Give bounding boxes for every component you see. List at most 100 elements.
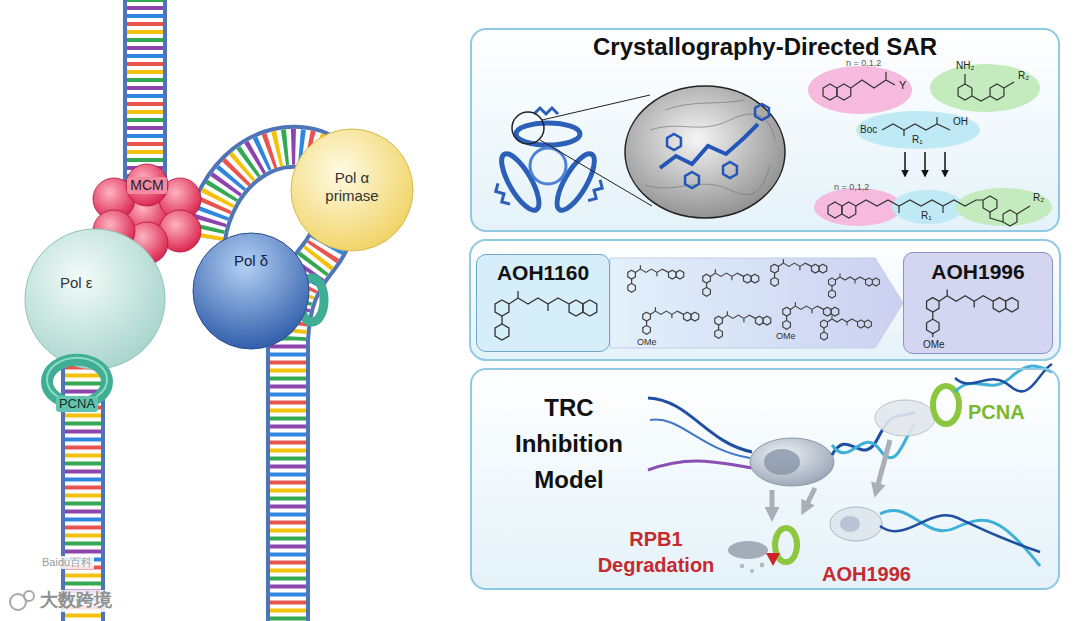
protein-sphere: Pol α primase [290, 128, 414, 252]
protein-trimer [516, 123, 580, 145]
atom-label: OMe [923, 339, 945, 351]
atom-label: Boc [860, 124, 877, 136]
clamp-ring-text: PCNA [56, 396, 98, 412]
ligand-stick [685, 172, 699, 188]
trc-illustration [648, 398, 752, 452]
watermark-logo [24, 591, 34, 601]
ligand-stick [667, 134, 681, 150]
analog-structure [783, 302, 839, 329]
substituent-label: n = 0,1,2 [846, 58, 881, 69]
atom-label: OH [953, 116, 968, 128]
trc-illustration [728, 541, 768, 559]
protein-sphere-body [25, 229, 165, 369]
ligand-stick [723, 162, 737, 178]
atom-label: OMe [637, 337, 657, 348]
protein-sphere-shape [24, 228, 166, 370]
chemical-structure [983, 196, 997, 212]
trc-illustration [740, 564, 744, 568]
trc-illustration [770, 490, 775, 516]
compound-label: AOH1996 [822, 562, 911, 586]
analog-structure [771, 259, 827, 286]
protein-label: PCNA [968, 400, 1025, 424]
chemical-structure [965, 74, 990, 101]
trc-illustration [880, 515, 1040, 552]
compound-structure [927, 290, 1019, 334]
clamp-highlight [47, 358, 107, 402]
trc-illustration [880, 510, 1040, 566]
fragment-ellipse [930, 64, 1040, 112]
compound-box: AOH1996 [903, 252, 1053, 354]
binding-pocket [625, 86, 785, 218]
atom-label: NH₂ [956, 60, 974, 72]
zoom-marker [512, 112, 544, 144]
fragment-ellipse [892, 190, 964, 224]
panel-ground [470, 28, 1060, 232]
helicase-subunit [126, 164, 168, 206]
ligand-stick [755, 104, 769, 120]
fragment-ellipse [808, 66, 912, 114]
trc-illustration [650, 420, 750, 458]
compound-box-ground [476, 254, 610, 352]
protein-sphere-text: Pol δ [234, 252, 268, 270]
reaction-arrow [904, 152, 906, 176]
compound-box-text: AOH1160 [497, 260, 589, 285]
chemical-structure [1017, 206, 1030, 214]
protein-sphere-body [193, 233, 309, 349]
atom-label: R₁ [912, 134, 923, 146]
chemical-structure [842, 202, 856, 218]
panel-text: Crystallography-Directed SAR [593, 33, 937, 62]
trc-illustration [840, 516, 860, 532]
reaction-arrow [944, 152, 946, 176]
chemical-structure [837, 84, 851, 100]
process-label: RPB1 Degradation [592, 526, 720, 578]
chemical-structure [990, 212, 1003, 222]
protein-trimer [588, 180, 605, 204]
reaction-arrow [905, 152, 945, 176]
analog-structure [821, 316, 872, 341]
protein-sphere-body [291, 129, 413, 251]
protein-trimer [534, 108, 558, 114]
chemical-structure [1003, 210, 1017, 226]
panel-frame [470, 240, 1060, 360]
protein-sphere-text: Pol α primase [317, 169, 387, 205]
protein-trimer [493, 183, 510, 207]
compound-box: AOH1160 [476, 254, 610, 352]
density-mesh [645, 165, 770, 195]
protein-trimer [493, 108, 605, 215]
chemical-structure [851, 72, 895, 88]
atom-label: R₂ [1033, 192, 1044, 204]
ligand-stick [660, 124, 758, 168]
trc-illustration [830, 507, 882, 541]
compound-box-text: AOH1996 [931, 259, 1024, 284]
trc-illustration [648, 461, 752, 470]
chemical-structure [990, 84, 1004, 100]
trc-illustration [804, 488, 815, 510]
protein-trimer [530, 148, 566, 184]
trc-illustration [750, 438, 834, 486]
panel-text: TRC Inhibition Model [508, 390, 630, 498]
fragment-ellipse [814, 188, 902, 226]
analog-structure [643, 307, 699, 334]
trc-illustration [766, 553, 780, 566]
ligand-stick [660, 104, 769, 188]
fragment-ellipse [856, 111, 980, 149]
trc-illustration [876, 440, 890, 492]
density-mesh [645, 100, 775, 195]
watermark: 大数跨境 [38, 590, 114, 612]
protein-sphere: Pol ε [24, 228, 166, 370]
trc-illustration [775, 528, 797, 562]
chemical-structure [958, 84, 972, 100]
analog-structure [703, 269, 759, 296]
substituent-label: n = 0,1,2 [834, 182, 869, 193]
compound-box-ground [903, 252, 1053, 354]
atom-label: Y [899, 79, 906, 92]
protein-sphere: Pol δ [192, 232, 310, 350]
analog-structure [715, 311, 771, 338]
protein-sphere-shape [192, 232, 310, 350]
atom-label: OMe [776, 331, 796, 342]
chemical-structure [882, 117, 950, 136]
trc-illustration [875, 400, 935, 436]
trc-illustration [648, 364, 1052, 573]
protein-sphere-text: Pol ε [60, 274, 93, 292]
